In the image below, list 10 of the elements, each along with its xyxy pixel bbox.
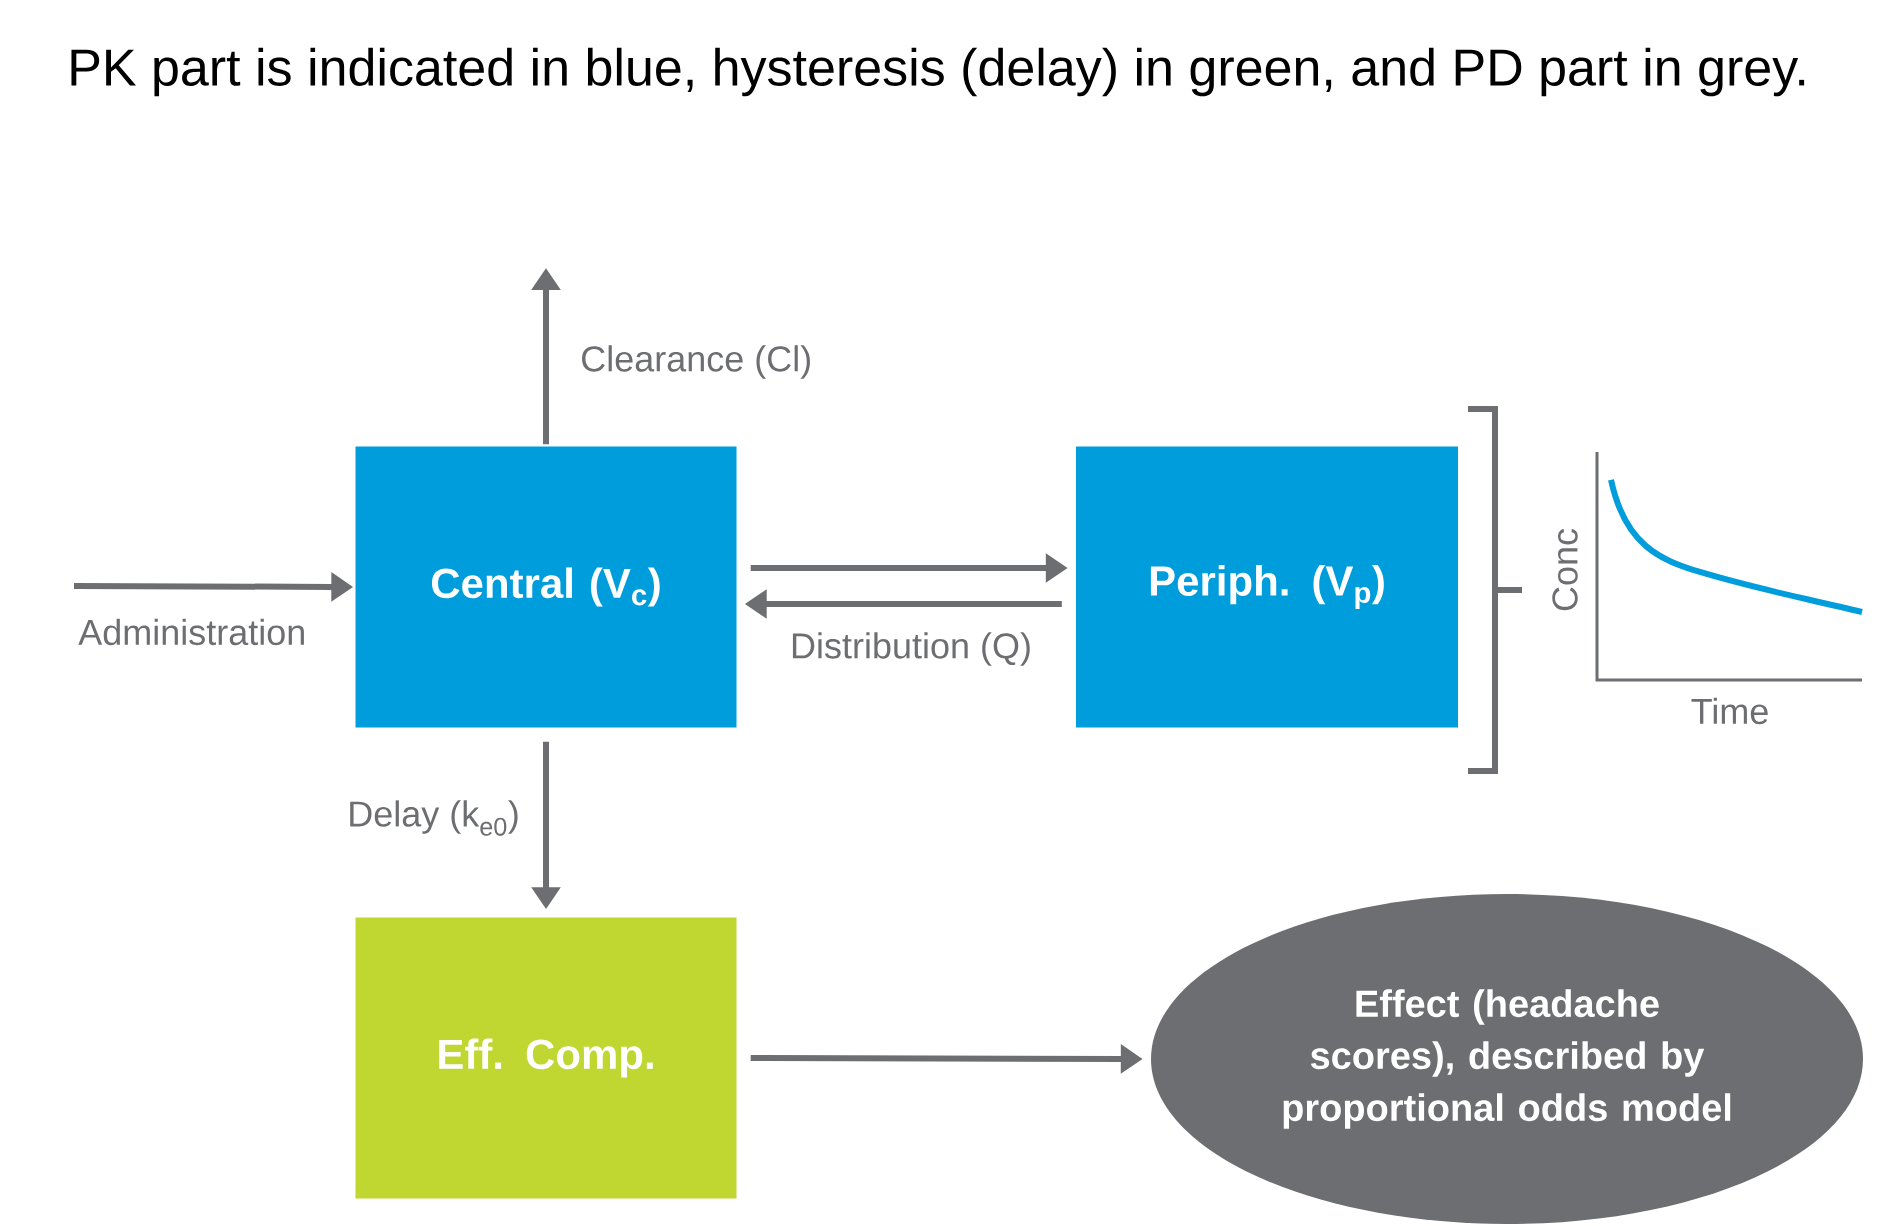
edge-label: Clearance (Cl) bbox=[578, 343, 815, 381]
axis-label: Time bbox=[1691, 697, 1768, 725]
edge-label: Administration bbox=[76, 616, 309, 648]
axis-label: Conc bbox=[1552, 528, 1578, 611]
edge-label: Distribution (Q) bbox=[788, 630, 1035, 668]
compartment-box: Eff. Comp. bbox=[355, 917, 737, 1199]
title: PK part is indicated in blue, hysteresis (delay) in green, and PD part in grey. bbox=[71, 47, 1805, 97]
compartment-box: Periph. (V$_{p}$) bbox=[1076, 446, 1458, 728]
compartment-box: Central (V$_{c}$) bbox=[355, 446, 737, 728]
edge-label: Delay (k$_{e0}$) bbox=[345, 798, 522, 838]
